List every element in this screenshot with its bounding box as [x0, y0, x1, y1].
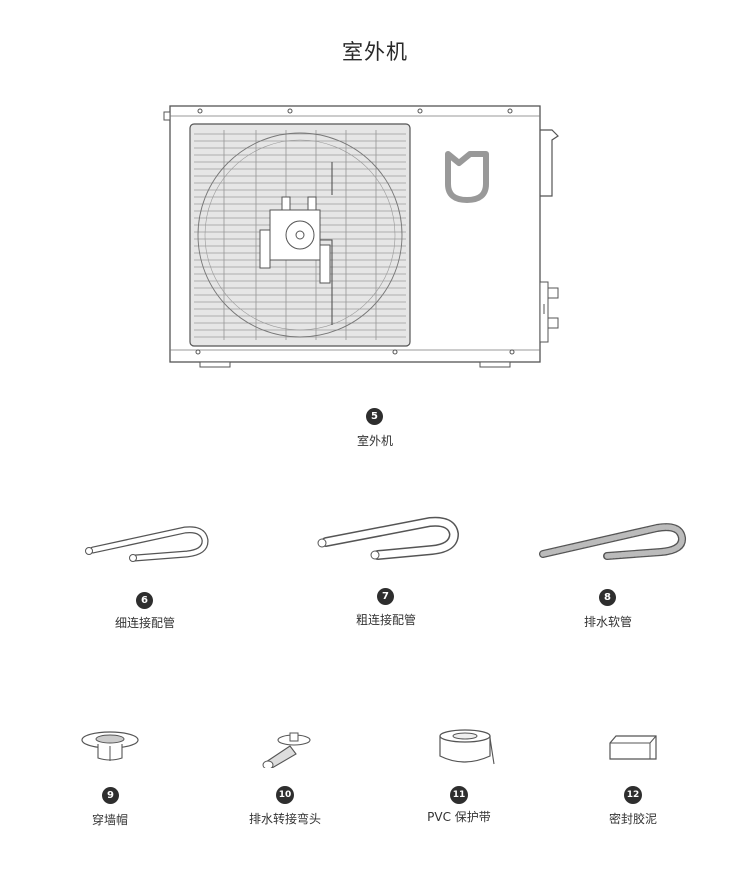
item-label: PVC 保护带: [427, 810, 491, 824]
item-label: 细连接配管: [114, 616, 175, 630]
item-label: 穿墙帽: [91, 813, 128, 827]
outdoor-unit-illustration: [163, 105, 559, 368]
item-number-badge: 9: [102, 787, 119, 804]
wall-cap-icon: [81, 731, 139, 761]
item-number-badge: 5: [366, 408, 383, 425]
thick-pipe-icon: [317, 516, 460, 560]
item-number-badge: 12: [624, 786, 642, 804]
item-label: 粗连接配管: [355, 613, 416, 627]
item-number-badge: 6: [136, 592, 153, 609]
drain-hose-icon: [539, 523, 686, 560]
mi-logo-icon: [445, 151, 489, 203]
item-label: 密封胶泥: [608, 812, 657, 826]
thin-pipe-icon: [85, 526, 209, 562]
page-title: 室外机: [342, 40, 408, 64]
pvc-tape-icon: [439, 729, 495, 765]
item-label: 排水转接弯头: [248, 812, 321, 826]
item-number-badge: 10: [276, 786, 294, 804]
drain-elbow-icon: [262, 732, 311, 768]
item-number-badge: 7: [377, 588, 394, 605]
item-label: 室外机: [356, 434, 393, 448]
item-number-badge: 11: [450, 786, 468, 804]
item-number-badge: 8: [599, 589, 616, 606]
sealing-putty-icon: [609, 735, 657, 760]
item-label: 排水软管: [583, 615, 632, 629]
